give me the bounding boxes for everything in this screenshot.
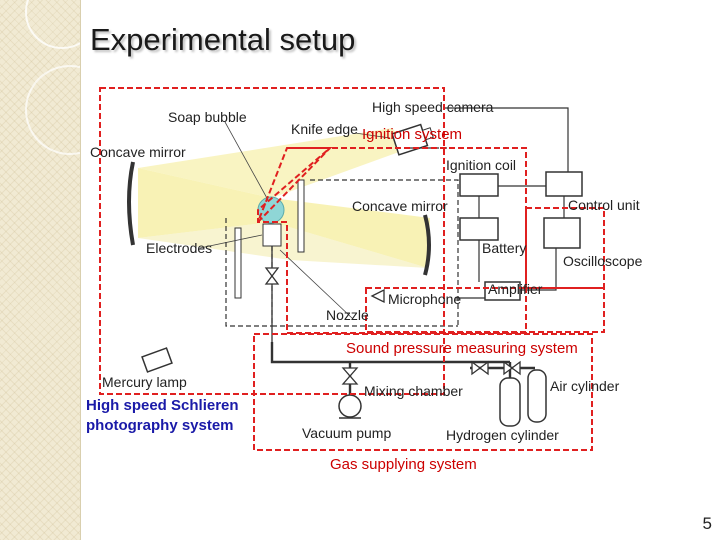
gas-line-valves: [471, 360, 521, 376]
slide-title: Experimental setup: [90, 22, 356, 57]
ignition-system-box: [257, 147, 527, 334]
mixing-chamber-label: Mixing chamber: [364, 383, 463, 399]
nozzle-label: Nozzle: [326, 307, 369, 323]
concave-mirror-right-label: Concave mirror: [352, 198, 448, 214]
electrical-wiring: [444, 107, 569, 299]
mercury-lamp-icon: [141, 347, 173, 373]
microphone-label: Microphone: [388, 291, 461, 307]
concave-mirror-left-shape: [127, 161, 135, 246]
sound-pressure-system-box: [365, 287, 605, 333]
control-unit-box: [545, 171, 583, 197]
knife-edge-plate: [297, 179, 305, 253]
air-cylinder-label: Air cylinder: [550, 378, 620, 394]
ignition-coil-box: [459, 173, 499, 197]
nozzle-valve: [264, 246, 280, 342]
microphone-icon: [370, 288, 385, 304]
ignition-coil-label: Ignition coil: [446, 157, 516, 173]
electrode-plate: [234, 227, 242, 299]
decorative-side-strip: [0, 0, 115, 540]
page-number: 5: [702, 514, 712, 533]
vacuum-pump-icon: [338, 394, 362, 418]
ignition-system-label: Ignition system: [362, 126, 462, 143]
oscilloscope-box: [543, 217, 581, 249]
hydrogen-cylinder-label: Hydrogen cylinder: [446, 427, 559, 443]
gas-supply-system-box: [253, 333, 593, 451]
mixing-chamber-valve: [341, 367, 359, 385]
schlieren-system-box: [99, 87, 445, 395]
sound-pressure-system-label: Sound pressure measuring system: [346, 340, 578, 357]
amplifier-box: [484, 281, 521, 301]
air-cylinder-icon: [527, 369, 547, 423]
schlieren-system-label-line1: High speed Schlieren: [86, 397, 239, 414]
ignition-system-outline: [257, 147, 333, 223]
control-unit-label: Control unit: [568, 197, 640, 213]
electrodes-label: Electrodes: [146, 240, 212, 256]
oscilloscope-highlight-box: [525, 207, 605, 289]
vacuum-pump-label: Vacuum pump: [302, 425, 391, 441]
concave-mirror-right-shape: [423, 214, 431, 276]
concave-mirror-left-label: Concave mirror: [90, 144, 186, 160]
amplifier-label: Amplifier: [488, 281, 543, 297]
electrodes-shape: [262, 223, 282, 247]
light-beam-lower: [138, 222, 428, 268]
battery-box: [459, 217, 499, 241]
gas-supply-system-label: Gas supplying system: [330, 456, 477, 473]
soap-bubble-label: Soap bubble: [168, 109, 247, 125]
pointer-lines: [199, 121, 391, 319]
hydrogen-cylinder-icon: [499, 377, 521, 427]
schlieren-system-label-line2: photography system: [86, 417, 234, 434]
knife-edge-label: Knife edge: [291, 121, 358, 137]
light-beam-left: [138, 168, 272, 238]
mercury-lamp-label: Mercury lamp: [102, 374, 187, 390]
light-beam-upper: [138, 128, 410, 198]
high-speed-camera-label: High speed camera: [372, 99, 494, 115]
light-beam-right: [272, 198, 430, 268]
oscilloscope-label: Oscilloscope: [563, 253, 643, 269]
battery-label: Battery: [482, 240, 526, 256]
